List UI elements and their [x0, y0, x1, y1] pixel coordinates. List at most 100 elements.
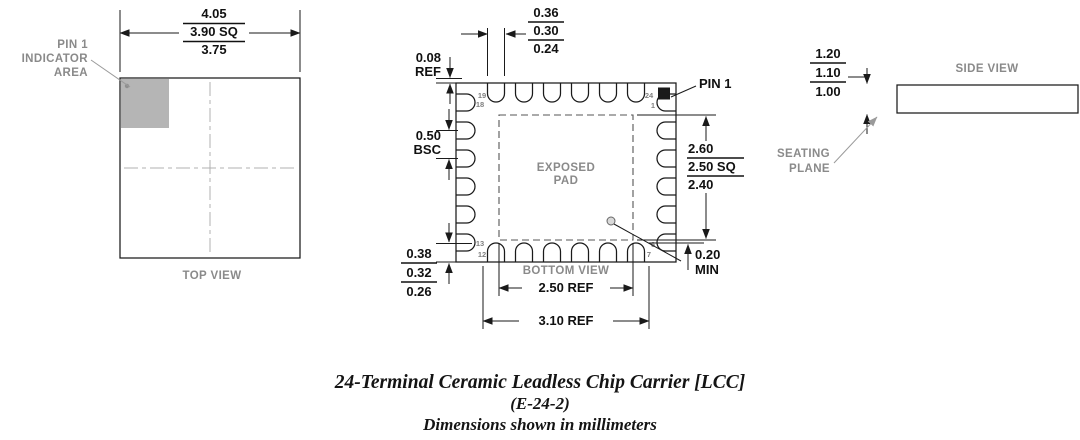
- pin-number-bottom-left: 12: [478, 250, 486, 259]
- terminal-pad: [656, 149, 676, 168]
- terminal-row-ref-dimension-linework: [482, 266, 650, 329]
- terminal-row-ref-value: 3.10 REF: [539, 313, 594, 328]
- terminal-pads-right: [656, 93, 676, 252]
- terminal-pad: [514, 83, 534, 103]
- pin-number-right-top: 1: [651, 101, 655, 110]
- pitch-value: 0.50: [416, 128, 441, 143]
- terminal-pad: [570, 242, 590, 262]
- height-typ: 1.10: [815, 65, 840, 80]
- leader-line: [613, 223, 682, 262]
- top-view-title: TOP VIEW: [182, 270, 241, 282]
- exposed-pad-outline: [498, 114, 634, 241]
- height-max: 1.20: [815, 46, 840, 61]
- caption-line2: (E-24-2): [510, 394, 569, 413]
- body-dim-max: 4.05: [201, 6, 226, 21]
- dim-text-bg: [179, 5, 249, 59]
- terminal-pad: [456, 121, 476, 140]
- pin-number-left-top: 18: [476, 100, 484, 109]
- terminal-width-typ: 0.30: [533, 23, 558, 38]
- seating-plane-label-line2: PLANE: [789, 163, 830, 175]
- body-dim-typ: 3.90 SQ: [190, 24, 238, 39]
- terminal-width-max: 0.36: [533, 5, 558, 20]
- exposed-pad-label-line1: EXPOSED: [537, 162, 595, 174]
- corner-dim-qualifier: MIN: [695, 262, 719, 277]
- pin-number-bottom-right: 7: [647, 250, 651, 259]
- terminal-pad: [598, 242, 618, 262]
- seating-plane-label-line1: SEATING: [777, 148, 830, 160]
- pin1-indicator-leader: [90, 59, 131, 88]
- dim-text-bg: [519, 312, 613, 329]
- terminal-pad: [570, 83, 590, 103]
- pin-number-right-bottom: 6: [651, 240, 655, 249]
- edge-ref-value: 0.08: [416, 50, 441, 65]
- pin1-leader: [670, 85, 697, 98]
- height-dimension-linework: [810, 62, 871, 134]
- terminal-length-typ: 0.32: [406, 265, 431, 280]
- exposed-ref-dimension-linework: [498, 244, 634, 296]
- pitch-qualifier: BSC: [414, 142, 442, 157]
- pin1-indicator-label-line3: AREA: [54, 67, 88, 79]
- terminal-pad: [456, 177, 476, 196]
- exposed-pad-label-line2: PAD: [554, 175, 579, 187]
- edge-ref-dimension-linework: [436, 57, 462, 104]
- terminal-pad: [656, 121, 676, 140]
- pin1-label: PIN 1: [699, 76, 732, 91]
- side-view-outline: [896, 84, 1079, 114]
- terminal-pad: [456, 149, 476, 168]
- body-dim-min: 3.75: [201, 42, 226, 57]
- corner-dim-value: 0.20: [695, 247, 720, 262]
- terminal-pad: [626, 242, 646, 262]
- side-view-title: SIDE VIEW: [955, 63, 1018, 75]
- corner-dimension-linework: [613, 223, 704, 270]
- side-view: SIDE VIEW 1.20 1.10 1.00 SEATING PLANE: [777, 46, 1079, 175]
- terminal-pad: [456, 205, 476, 224]
- terminal-width-dimension-linework: [461, 21, 564, 76]
- terminal-length-max: 0.38: [406, 246, 431, 261]
- exposed-pad-dimension-linework: [637, 114, 744, 241]
- edge-ref-qualifier: REF: [415, 64, 441, 79]
- top-view: 4.05 3.90 SQ 3.75 PIN 1 INDICATOR AREA T…: [22, 5, 301, 282]
- terminal-pads-top: [486, 83, 646, 103]
- terminal-pad: [656, 205, 676, 224]
- orientation-dot: [606, 216, 616, 226]
- bottom-view-title: BOTTOM VIEW: [523, 265, 610, 277]
- seating-plane-leader: [833, 116, 878, 164]
- terminal-pad: [486, 83, 506, 103]
- terminal-pad: [542, 242, 562, 262]
- terminal-pad: [486, 242, 506, 262]
- pin-number-left-bottom: 13: [476, 239, 484, 248]
- height-min: 1.00: [815, 84, 840, 99]
- terminal-pad: [456, 233, 476, 252]
- exposed-ref-value: 2.50 REF: [539, 280, 594, 295]
- bottom-view-outline: [455, 82, 677, 263]
- caption-line3: Dimensions shown in millimeters: [422, 415, 657, 434]
- exposed-pad-min: 2.40: [688, 177, 713, 192]
- caption-line1: 24-Terminal Ceramic Leadless Chip Carrie…: [334, 372, 745, 393]
- pin1-indicator-label-line2: INDICATOR: [22, 53, 89, 65]
- pin1-mark: [658, 87, 670, 100]
- terminal-length-dimension-linework: [401, 223, 472, 284]
- pitch-dimension-linework: [436, 109, 458, 180]
- terminal-pad: [598, 83, 618, 103]
- pin1-indicator-label-line1: PIN 1: [57, 39, 88, 51]
- pin-number-top-right: 24: [645, 91, 654, 100]
- pin1-indicator-dot: [124, 83, 130, 89]
- body-dimension-linework: [119, 5, 301, 72]
- terminal-pads-left: [456, 93, 476, 252]
- terminal-pad: [456, 93, 476, 112]
- terminal-pad: [514, 242, 534, 262]
- bottom-view: EXPOSED PAD 19 24 18 13 12 7 1 6 0.36 0.…: [401, 5, 744, 329]
- exposed-pad-typ: 2.50 SQ: [688, 159, 736, 174]
- caption: 24-Terminal Ceramic Leadless Chip Carrie…: [334, 372, 745, 434]
- top-view-outline: [119, 77, 301, 259]
- dim-text-bg: [522, 279, 610, 296]
- terminal-pad: [656, 177, 676, 196]
- terminal-pad: [542, 83, 562, 103]
- pin-number-top-left: 19: [478, 91, 486, 100]
- exposed-pad-max: 2.60: [688, 141, 713, 156]
- terminal-pads-bottom: [486, 242, 646, 262]
- terminal-length-min: 0.26: [406, 284, 431, 299]
- pin1-indicator-area: [121, 79, 169, 128]
